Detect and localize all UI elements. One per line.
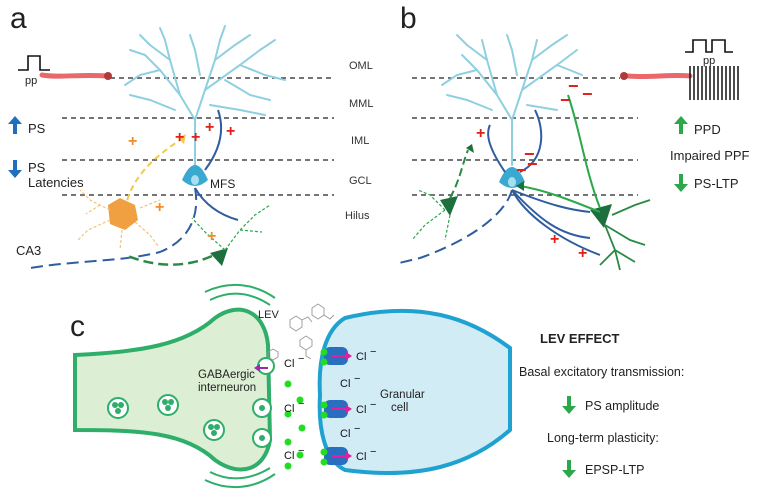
svg-text:−: − — [560, 90, 571, 110]
svg-text:−: − — [354, 423, 360, 435]
chloride-ions: Cl− Cl− Cl− Cl− Cl− Cl− Cl− Cl− — [284, 346, 376, 463]
ppd-increase-b — [674, 116, 688, 134]
granular-cell — [317, 308, 512, 476]
svg-text:Cl: Cl — [340, 378, 350, 390]
svg-text:Cl: Cl — [284, 358, 294, 370]
svg-text:−: − — [527, 154, 538, 174]
svg-text:+: + — [155, 199, 164, 216]
granule-dendrites-a — [124, 25, 286, 166]
layer-hilus: Hilus — [345, 210, 370, 222]
svg-text:Cl: Cl — [284, 403, 294, 415]
ps-amplitude-decrease — [562, 396, 576, 414]
synaptic-vesicles — [107, 357, 275, 448]
svg-text:+: + — [205, 119, 214, 136]
ps-latencies-label-2: Latencies — [28, 175, 84, 190]
mfs-label: MFS — [210, 177, 235, 191]
svg-text:−: − — [370, 346, 376, 358]
svg-text:+: + — [191, 129, 200, 146]
granule-dendrites-b — [441, 34, 583, 166]
svg-text:+: + — [226, 123, 235, 140]
gaba-receptors — [320, 347, 352, 466]
gaba-label-2: interneuron — [198, 382, 256, 394]
svg-text:+: + — [128, 133, 137, 150]
psltp-decrease-b — [674, 174, 688, 192]
panel-label-b: b — [400, 2, 417, 35]
axon-a — [29, 109, 239, 269]
stimulus-train-b — [620, 39, 739, 100]
pp-label-a: pp — [25, 75, 37, 87]
impaired-ppf-label: Impaired PPF — [670, 148, 750, 163]
epsp-ltp-decrease — [562, 460, 576, 478]
ps-label-a: PS — [28, 121, 46, 136]
markers-b: + + + − − − − − − — [476, 76, 593, 262]
svg-text:+: + — [175, 129, 184, 146]
layer-iml: IML — [351, 135, 369, 147]
ps-ltp-label: PS-LTP — [694, 176, 739, 191]
lev-label: LEV — [258, 309, 279, 321]
svg-text:−: − — [298, 398, 304, 410]
sv2a-arrow — [254, 364, 268, 372]
layer-mml: MML — [349, 98, 373, 110]
svg-text:−: − — [516, 160, 527, 180]
stimulus-pulse-a — [18, 55, 112, 80]
granular-label-1: Granular — [380, 389, 425, 401]
hilar-interneuron-a — [124, 204, 271, 266]
svg-text:−: − — [354, 373, 360, 385]
svg-text:+: + — [207, 228, 216, 245]
granule-cell-b — [499, 167, 525, 188]
svg-text:−: − — [568, 76, 579, 96]
ps-latencies-label-1: PS — [28, 160, 46, 175]
svg-text:Cl: Cl — [284, 450, 294, 462]
ppd-label: PPD — [694, 122, 721, 137]
epsp-ltp-label: EPSP-LTP — [585, 463, 645, 477]
granular-label-2: cell — [391, 402, 408, 414]
hilar-interneurons-b — [411, 94, 651, 271]
axon-b — [394, 109, 601, 265]
panel-label-a: a — [10, 2, 27, 35]
ca3-label: CA3 — [16, 243, 41, 258]
svg-text:Cl: Cl — [356, 404, 366, 416]
svg-text:−: − — [524, 144, 535, 164]
gaba-label-1: GABAergic — [198, 369, 255, 381]
ps-amplitude-label: PS amplitude — [585, 399, 659, 413]
svg-text:+: + — [578, 245, 587, 262]
svg-text:Cl: Cl — [340, 428, 350, 440]
lev-effect-title: LEV EFFECT — [540, 331, 620, 346]
svg-text:+: + — [476, 125, 485, 142]
svg-text:Cl: Cl — [356, 451, 366, 463]
pp-label-b: pp — [703, 55, 715, 67]
basal-transmission-label: Basal excitatory transmission: — [519, 365, 684, 379]
long-term-plasticity-label: Long-term plasticity: — [547, 431, 659, 445]
layer-gcl: GCL — [349, 175, 372, 187]
svg-text:Cl: Cl — [356, 351, 366, 363]
ps-latency-decrease-a — [8, 160, 22, 178]
granule-cell-a — [182, 165, 208, 186]
released-gaba — [284, 380, 306, 470]
svg-text:+: + — [550, 231, 559, 248]
ps-increase-a — [8, 116, 22, 134]
svg-text:−: − — [298, 445, 304, 457]
svg-text:−: − — [582, 84, 593, 104]
basket-interneuron-a — [77, 134, 186, 251]
svg-text:−: − — [298, 353, 304, 365]
svg-text:−: − — [370, 446, 376, 458]
membrane-arcs-left — [204, 283, 276, 489]
panel-label-c: c — [70, 310, 85, 343]
layer-oml: OML — [349, 60, 373, 72]
lev-molecules — [267, 303, 335, 361]
svg-text:−: − — [370, 399, 376, 411]
excitation-markers-a: + + + + + + + — [128, 119, 235, 245]
